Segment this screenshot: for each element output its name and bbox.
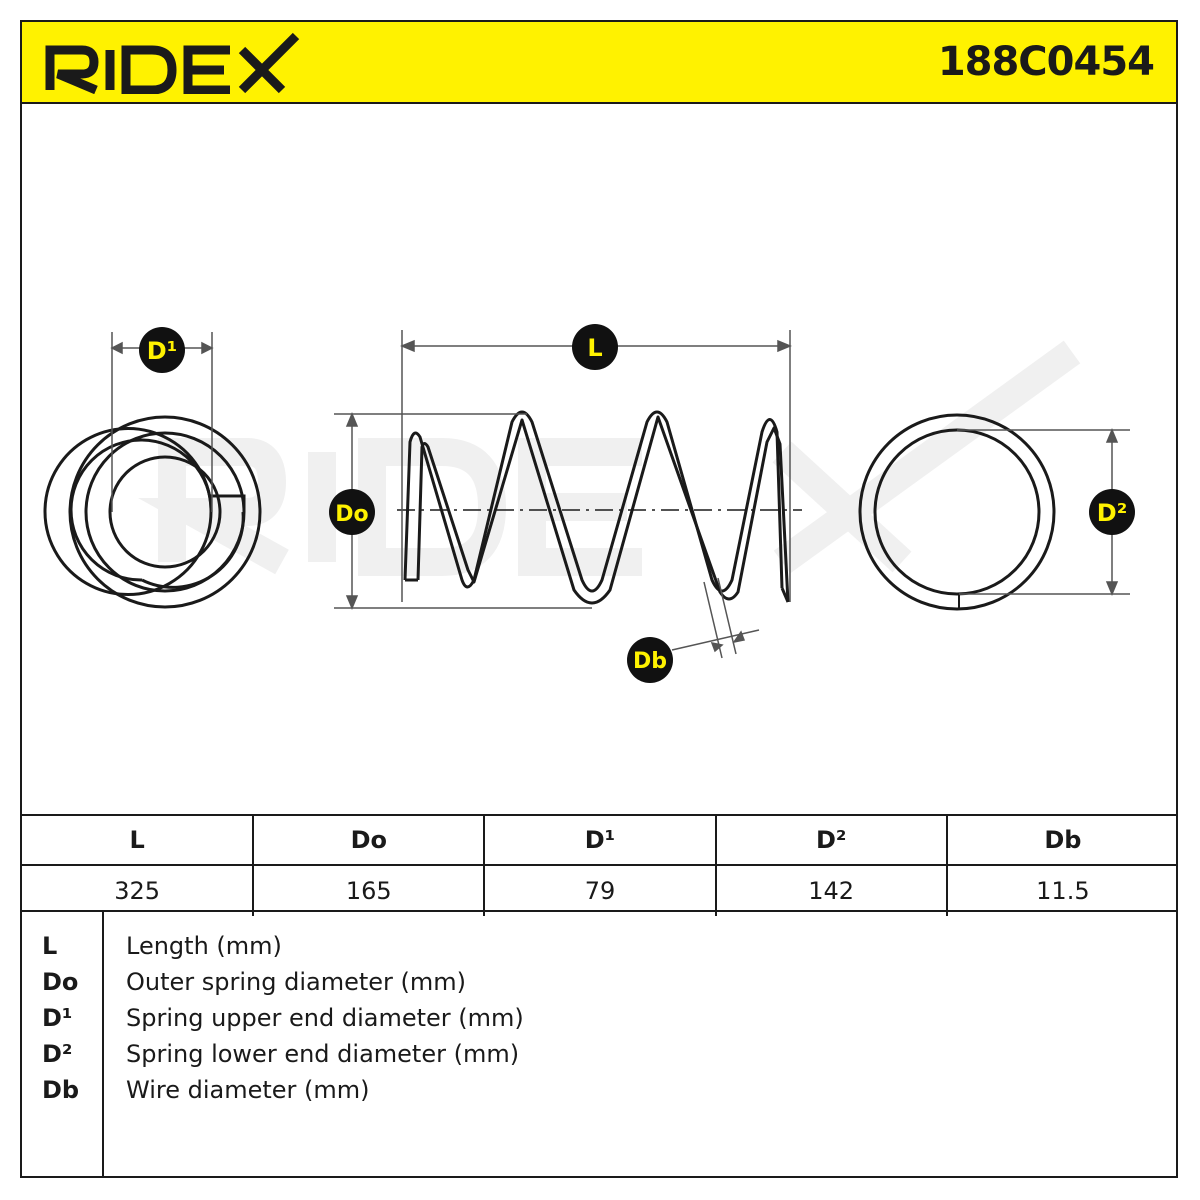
technical-drawing: D¹ L [43,324,1135,683]
legend-key: D¹ [42,1004,73,1032]
db-dimension [671,577,760,659]
legend-text: Spring lower end diameter (mm) [126,1040,520,1068]
table-header-row: L Do D¹ D² Db [22,816,1178,866]
legend-divider [102,912,104,1178]
legend-key: Do [42,968,79,996]
table-cell: 325 [22,865,255,916]
legend-item: D¹ Spring upper end diameter (mm) [22,1000,1178,1036]
spring-drawing: D¹ L [22,102,1178,814]
d2-label-text: D² [1097,499,1127,527]
legend-text: Outer spring diameter (mm) [126,968,467,996]
header-bar: 188C0454 [22,22,1176,104]
legend-item: D² Spring lower end diameter (mm) [22,1036,1178,1072]
table-header-cell: Db [946,816,1178,866]
db-label: Db [627,637,673,683]
d1-dimension [110,332,214,512]
table-cell: 142 [715,865,948,916]
spring-side-view [403,410,790,605]
table-header-cell: L [22,816,255,866]
table-cell: 165 [253,865,486,916]
legend-text: Spring upper end diameter (mm) [126,1004,524,1032]
legend-key: L [42,932,58,960]
legend-item: Db Wire diameter (mm) [22,1072,1178,1108]
table-header-cell: Do [253,816,486,866]
spec-sheet: 188C0454 [20,20,1178,1178]
watermark [137,340,1081,576]
dimensions-table: L Do D¹ D² Db 325 165 79 142 11.5 [22,814,1178,916]
do-label-text: Do [335,502,368,527]
part-number: 188C0454 [937,39,1155,85]
d1-label-text: D¹ [147,337,177,365]
upper-end-view [43,415,262,609]
table-cell: 79 [484,865,717,916]
db-label-text: Db [633,649,667,674]
legend-item: L Length (mm) [22,928,1178,964]
table-header-cell: D² [715,816,948,866]
legend-text: Length (mm) [126,932,282,960]
d1-label: D¹ [139,327,185,373]
legend: L Length (mm) Do Outer spring diameter (… [22,912,1178,1178]
d2-dimension [957,428,1130,596]
legend-key: Db [42,1076,80,1104]
legend-key: D² [42,1040,73,1068]
l-label-text: L [587,334,602,362]
d2-label: D² [1089,489,1135,535]
ridex-logo [45,32,300,94]
l-label: L [572,324,618,370]
table-cell: 11.5 [1036,877,1090,905]
table-header-cell: D¹ [484,816,717,866]
table-row: 325 165 79 142 11.5 [22,865,1178,916]
do-label: Do [329,489,375,535]
legend-item: Do Outer spring diameter (mm) [22,964,1178,1000]
legend-text: Wire diameter (mm) [126,1076,370,1104]
